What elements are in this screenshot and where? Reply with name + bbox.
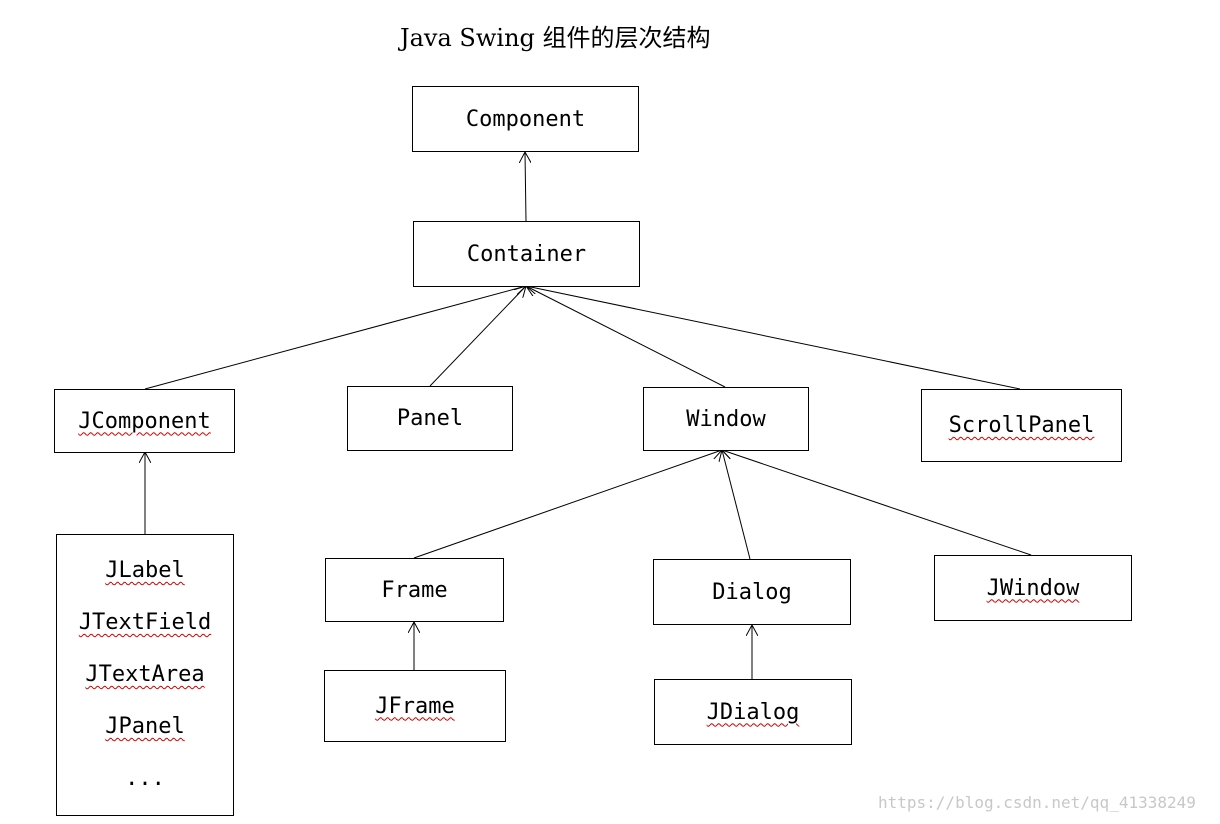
arrow-frame-to-window xyxy=(413,450,722,559)
node-scrollpanel: ScrollPanel xyxy=(921,389,1122,462)
node-jwindow: JWindow xyxy=(934,555,1132,621)
node-label: Frame xyxy=(381,577,448,603)
node-jcomponent: JComponent xyxy=(54,389,235,453)
diagram-title: Java Swing 组件的层次结构 xyxy=(400,24,711,52)
node-label: JComponent xyxy=(78,408,211,434)
subclass-jpanel: JPanel xyxy=(105,714,185,739)
node-jframe: JFrame xyxy=(324,670,506,742)
node-label: Panel xyxy=(396,406,464,431)
arrow-panel-to-container xyxy=(429,286,526,387)
node-label: Window xyxy=(686,406,766,432)
arrow-container-to-component xyxy=(525,152,526,222)
subclass-jtextfield: JTextField xyxy=(78,610,212,635)
node-dialog: Dialog xyxy=(653,559,851,625)
node-label: JDialog xyxy=(706,699,800,725)
node-panel: Panel xyxy=(347,386,513,451)
subclass-ellipsis: ... xyxy=(125,766,165,791)
node-jcomponent-subclasses: JLabel JTextField JTextArea JPanel ... xyxy=(56,534,234,816)
subclass-jlabel: JLabel xyxy=(105,558,185,583)
node-window: Window xyxy=(643,387,809,451)
subclass-jtextarea: JTextArea xyxy=(85,662,205,687)
node-component: Component xyxy=(412,86,639,152)
watermark-url: https://blog.csdn.net/qq_41338249 xyxy=(878,793,1196,812)
arrow-window-to-container xyxy=(526,286,726,388)
arrow-scrollpanel-to-container xyxy=(526,286,1021,390)
node-label: ScrollPanel xyxy=(948,413,1095,438)
node-frame: Frame xyxy=(325,558,504,622)
arrow-jcomponent-to-container xyxy=(144,286,526,390)
node-label: Dialog xyxy=(712,579,792,605)
node-jdialog: JDialog xyxy=(654,679,852,745)
arrow-jwindow-to-window xyxy=(722,450,1032,556)
node-label: Container xyxy=(466,241,587,267)
node-label: Component xyxy=(465,106,586,132)
arrow-dialog-to-window xyxy=(722,450,751,560)
node-container: Container xyxy=(413,221,640,287)
node-label: JFrame xyxy=(375,693,455,719)
node-label: JWindow xyxy=(986,575,1080,601)
